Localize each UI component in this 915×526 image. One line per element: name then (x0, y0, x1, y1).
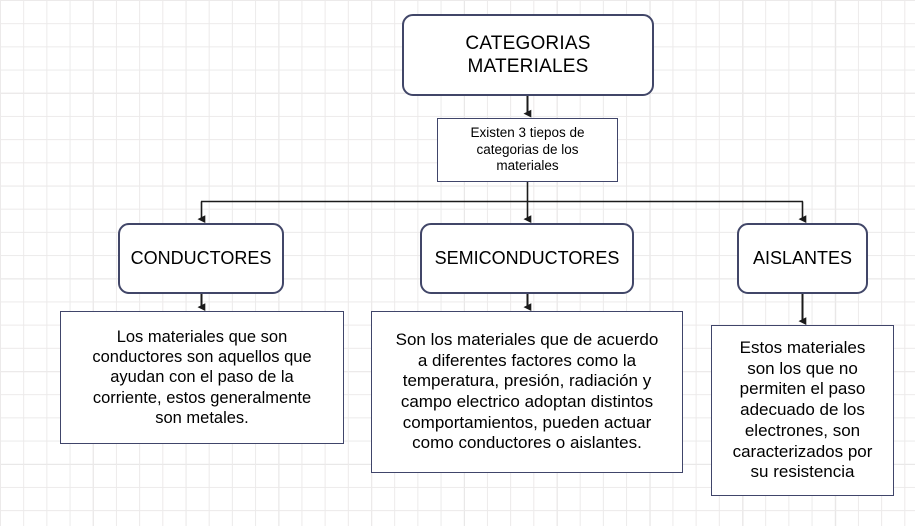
node-description-aislantes-text: Estos materiales son los que no permiten… (732, 337, 873, 482)
node-description-semiconductores-text: Son los materiales que de acuerdo a dife… (395, 329, 659, 453)
node-categorias-materiales-label: CATEGORIAS MATERIALES (465, 32, 591, 77)
node-existen-3-tipos[interactable]: Existen 3 tiepos de categorias de los ma… (437, 118, 618, 182)
node-category-conductores[interactable]: CONDUCTORES (118, 223, 284, 294)
node-categorias-materiales[interactable]: CATEGORIAS MATERIALES (402, 14, 654, 96)
node-category-conductores-label: CONDUCTORES (130, 247, 272, 268)
node-category-aislantes[interactable]: AISLANTES (737, 223, 868, 294)
node-description-semiconductores[interactable]: Son los materiales que de acuerdo a dife… (371, 311, 683, 473)
node-description-aislantes[interactable]: Estos materiales son los que no permiten… (711, 325, 894, 496)
node-existen-3-tipos-label: Existen 3 tiepos de categorias de los ma… (470, 125, 585, 174)
node-category-aislantes-label: AISLANTES (752, 247, 853, 268)
node-category-semiconductores[interactable]: SEMICONDUCTORES (420, 223, 634, 294)
node-description-conductores-text: Los materiales que son conductores son a… (92, 328, 312, 427)
node-category-semiconductores-label: SEMICONDUCTORES (434, 247, 620, 268)
node-description-conductores[interactable]: Los materiales que son conductores son a… (60, 311, 344, 444)
